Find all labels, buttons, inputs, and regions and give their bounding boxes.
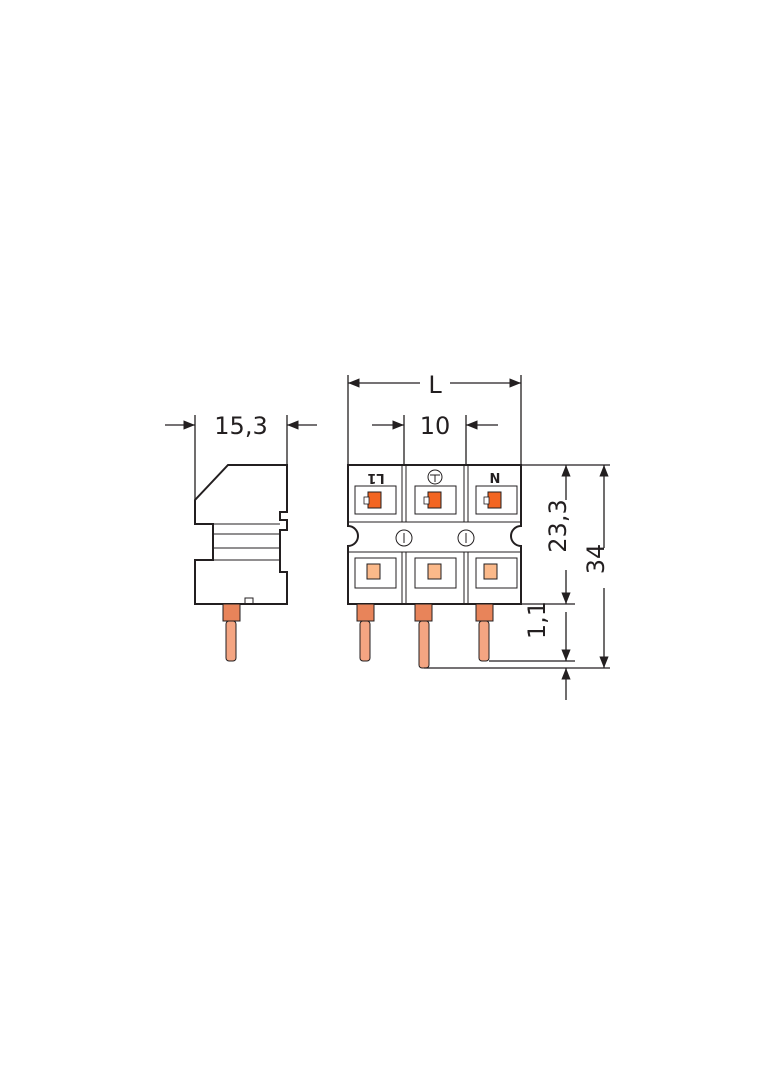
body-height-label: 23,3 <box>544 499 572 552</box>
pin-offset-label: 1,1 <box>523 601 551 639</box>
front-view: L 10 L1 N <box>347 371 610 700</box>
total-height-label: 34 <box>582 544 610 575</box>
pin-2 <box>414 603 433 669</box>
upper-clamp-pole-1 <box>354 485 397 515</box>
pin-1 <box>356 603 375 662</box>
pitch-label: 10 <box>420 412 451 440</box>
pin-3 <box>475 603 494 662</box>
length-label: L <box>428 371 442 399</box>
pole-3-marking: N <box>490 472 501 487</box>
upper-clamp-pole-3 <box>475 485 518 515</box>
side-pin-collar <box>222 603 241 622</box>
lower-clamp-pole-3 <box>475 557 518 589</box>
upper-clamp-pole-2 <box>414 485 457 515</box>
lower-clamp-pole-2 <box>414 557 457 589</box>
side-housing-notch <box>244 597 254 605</box>
coding-circle-1 <box>395 529 413 547</box>
side-view: 15,3 <box>165 412 317 662</box>
coding-circle-2 <box>457 529 475 547</box>
ground-symbol-icon <box>427 469 443 485</box>
pole-1-marking: L1 <box>367 470 384 485</box>
side-width-label: 15,3 <box>214 412 267 440</box>
lower-clamp-pole-1 <box>354 557 397 589</box>
side-pin <box>225 620 237 662</box>
